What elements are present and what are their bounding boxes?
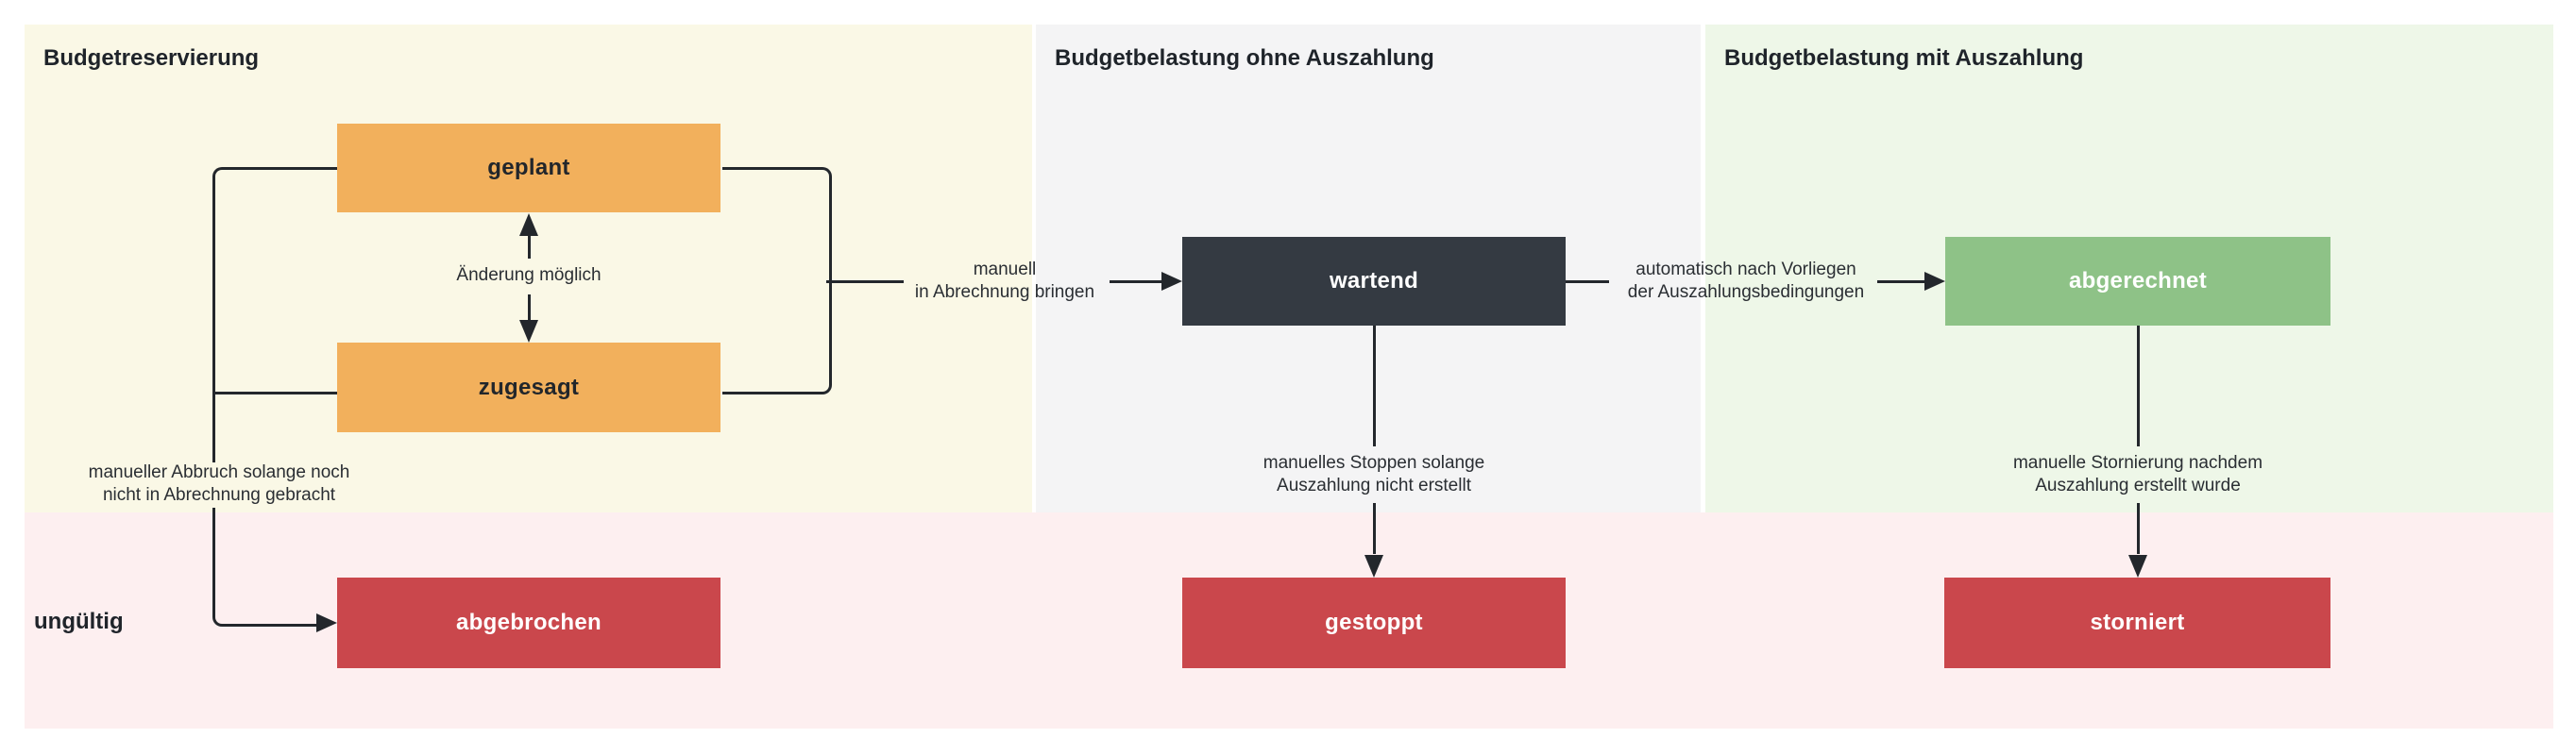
edge-line-left-elbow [212,508,329,627]
edge-line-to-abgerechnet-2 [1877,280,1926,283]
arrowhead-into-storniert [2128,555,2147,578]
lane-title-budgetbelastung-mit-auszahlung: Budgetbelastung mit Auszahlung [1724,45,2084,71]
state-zugesagt: zugesagt [337,343,720,432]
arrowhead-into-gestoppt [1364,555,1383,578]
edge-label-stoppen: manuelles Stoppen solange Auszahlung nic… [1263,453,1485,495]
edge-label-abbruch: manueller Abbruch solange noch nicht in … [88,462,350,505]
edge-line-left-bracket [212,167,340,394]
state-storniert: storniert [1944,578,2330,668]
edge-line-to-abgerechnet-1 [1566,280,1609,283]
lane-title-ungueltig: ungültig [34,609,124,634]
edge-line-right-bracket [722,167,832,394]
edge-line-aenderung-1 [528,234,531,259]
edge-label-manuell-abrechnung: manuell in Abrechnung bringen [914,260,1095,302]
edge-line-to-wartend-2 [1110,280,1166,283]
edge-line-left-tail [212,389,215,462]
edge-label-aenderung: Änderung möglich [456,265,602,285]
edge-line-to-gestoppt-1 [1373,326,1376,446]
arrowhead-into-geplant [519,213,538,236]
arrowhead-into-abgebrochen [316,613,337,632]
lane-title-budgetbelastung-ohne-auszahlung: Budgetbelastung ohne Auszahlung [1055,45,1434,71]
arrowhead-into-wartend [1161,272,1182,291]
state-abgebrochen: abgebrochen [337,578,720,668]
edge-line-aenderung-2 [528,294,531,320]
state-gestoppt: gestoppt [1182,578,1566,668]
edge-label-automatisch: automatisch nach Vorliegen der Auszahlun… [1627,260,1865,302]
lane-title-budgetreservierung: Budgetreservierung [43,45,260,71]
state-geplant: geplant [337,124,720,212]
state-abgerechnet: abgerechnet [1945,237,2330,326]
lane-budgetbelastung-ohne-auszahlung: Budgetbelastung ohne Auszahlung [1036,25,1701,512]
state-wartend: wartend [1182,237,1566,326]
edge-line-to-gestoppt-2 [1373,503,1376,554]
arrowhead-into-zugesagt [519,320,538,343]
edge-line-to-storniert-1 [2137,326,2140,446]
edge-line-to-storniert-2 [2137,503,2140,554]
edge-line-to-wartend-1 [826,280,904,283]
edge-label-stornierung: manuelle Stornierung nachdem Auszahlung … [2012,453,2263,495]
arrowhead-into-abgerechnet [1924,272,1945,291]
